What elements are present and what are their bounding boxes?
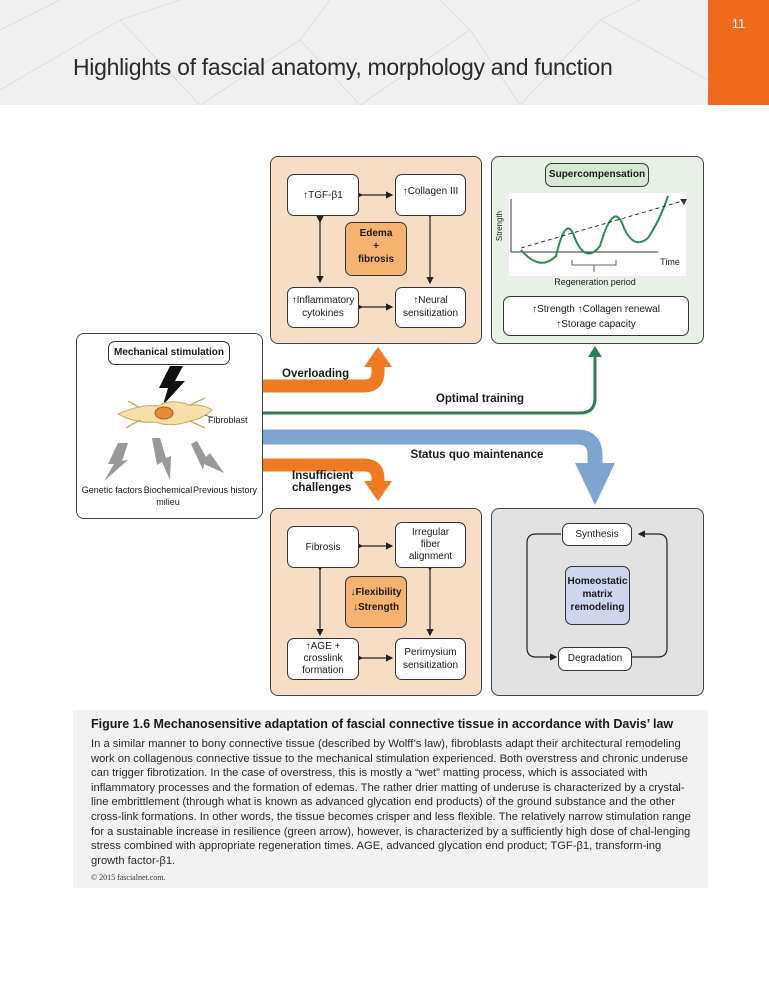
strength-axis-label: Strength — [495, 210, 504, 242]
degradation-box: Degradation — [558, 647, 632, 671]
page-number: 11 — [731, 16, 746, 31]
edema-connectors — [316, 191, 434, 311]
status-quo-arrow — [263, 429, 603, 464]
page-number-tab: 11 — [708, 0, 769, 105]
optimal-training-arrow — [263, 356, 597, 415]
tgf-beta-box: ↑TGF-β1 — [287, 174, 359, 216]
overloading-arrow — [263, 366, 385, 393]
insufficient-challenges-arrow — [263, 458, 385, 482]
homeostatic-remodeling-box: Homeostatic matrix remodeling — [565, 566, 630, 625]
previous-history-label: Previous history — [192, 485, 258, 495]
collagen-iii-box: ↑Collagen III — [395, 174, 466, 216]
inflammatory-cytokines-box: ↑Inflammatory cytokines — [287, 287, 359, 328]
optimal-training-label: Optimal training — [435, 393, 525, 405]
fibrosis-box: Fibrosis — [287, 526, 359, 568]
age-crosslink-box: ↑AGE + crosslink formation — [287, 638, 359, 680]
page-header: Highlights of fascial anatomy, morpholog… — [0, 0, 708, 105]
status-quo-arrowhead — [575, 463, 615, 505]
influence-arrows-icon — [104, 438, 224, 481]
synthesis-box: Synthesis — [562, 523, 632, 546]
homeostasis-loop — [526, 530, 668, 661]
overloading-label: Overloading — [282, 368, 350, 380]
supercompensation-chart — [509, 193, 687, 276]
copyright-note: © 2015 fascialnet.com. — [91, 873, 166, 882]
page-title: Highlights of fascial anatomy, morpholog… — [73, 54, 613, 80]
figure-1-6: ↑TGF-β1 ↑Collagen III Edema + fibrosis ↑… — [76, 156, 704, 696]
genetic-factors-label: Genetic factors — [81, 485, 143, 495]
strength-outcome-box: ↑Strength ↑Collagen renewal ↑Storage cap… — [503, 296, 689, 336]
edema-fibrosis-box: Edema + fibrosis — [345, 222, 407, 276]
regeneration-period-label: Regeneration period — [554, 277, 636, 287]
status-quo-label: Status quo maintenance — [410, 449, 544, 461]
time-axis-label: Time — [660, 257, 680, 267]
mechanical-stimulation-box: Mechanical stimulation — [108, 341, 230, 365]
caption-body: In a similar manner to bony connective t… — [91, 738, 691, 867]
optimal-training-arrowhead — [588, 346, 602, 357]
neural-sensitization-box: ↑Neural sensitization — [395, 287, 466, 328]
irregular-fiber-box: Irregular fiber alignment — [395, 522, 466, 568]
perimysium-sensitization-box: Perimysium sensitization — [395, 638, 466, 680]
header-pattern — [0, 0, 708, 105]
fibroblast-icon — [116, 397, 214, 429]
insufficient-arrowhead — [364, 481, 392, 501]
caption-title: Figure 1.6 Mechanosensitive adaptation o… — [91, 717, 674, 731]
overloading-arrowhead — [364, 347, 392, 367]
fibrosis-connectors — [316, 542, 434, 662]
figure-arrows — [104, 191, 687, 662]
flexibility-strength-box: ↓Flexibility ↓Strength — [345, 576, 407, 628]
figure-caption: Figure 1.6 Mechanosensitive adaptation o… — [73, 710, 708, 888]
supercompensation-title-box: Supercompensation — [545, 163, 649, 187]
lightning-bolt-icon — [159, 366, 185, 405]
strength-curve — [520, 195, 669, 264]
trend-line — [520, 199, 687, 249]
fibroblast-label: Fibroblast — [208, 415, 248, 425]
